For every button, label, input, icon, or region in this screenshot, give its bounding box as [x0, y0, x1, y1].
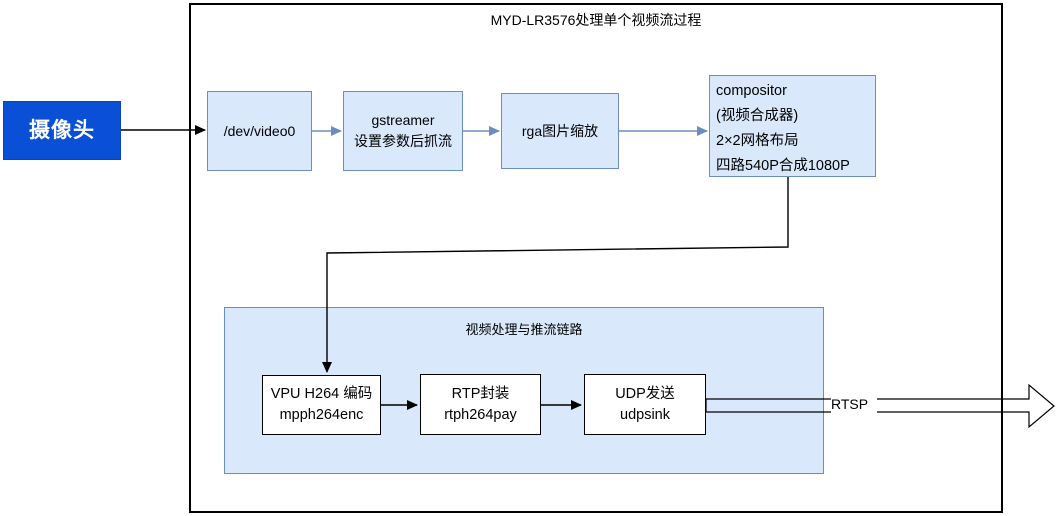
vpu-label-line2: mpph264enc	[279, 407, 364, 423]
diagram-title: MYD-LR3576处理单个视频流过程	[490, 12, 702, 28]
gstreamer-label-line1: gstreamer	[371, 112, 435, 128]
node-rga-scaler: rga图片缩放	[501, 93, 619, 169]
compositor-label-line4: 四路540P合成1080P	[716, 158, 850, 174]
compositor-label-line1: compositor	[716, 83, 787, 99]
node-gstreamer: gstreamer 设置参数后抓流	[343, 91, 463, 171]
outer-process-box	[189, 3, 1003, 513]
udp-label-line1: UDP发送	[615, 385, 675, 402]
compositor-label-line3: 2×2网格布局	[716, 133, 799, 149]
vpu-label-line1: VPU H264 编码	[270, 386, 373, 402]
node-dev-video0: /dev/video0	[207, 91, 312, 171]
rtp-label-line2: rtph264pay	[444, 406, 517, 423]
node-vpu-encoder: VPU H264 编码 mpph264enc	[262, 375, 381, 435]
node-udp-sink: UDP发送 udpsink	[584, 374, 706, 435]
pipeline-container-label: 视频处理与推流链路	[465, 322, 583, 337]
node-compositor: compositor (视频合成器) 2×2网格布局 四路540P合成1080P	[709, 75, 876, 177]
camera-label: 摄像头	[29, 118, 95, 142]
rtsp-output-label: RTSP	[831, 395, 877, 413]
compositor-label-line2: (视频合成器)	[716, 108, 799, 124]
gstreamer-label-line2: 设置参数后抓流	[354, 133, 452, 149]
dev-video0-label: /dev/video0	[223, 123, 296, 139]
node-rtp-payloader: RTP封装 rtph264pay	[420, 374, 541, 435]
rga-label: rga图片缩放	[521, 123, 599, 139]
node-camera: 摄像头	[3, 101, 121, 160]
udp-label-line2: udpsink	[620, 406, 670, 423]
rtp-label-line1: RTP封装	[451, 385, 510, 402]
